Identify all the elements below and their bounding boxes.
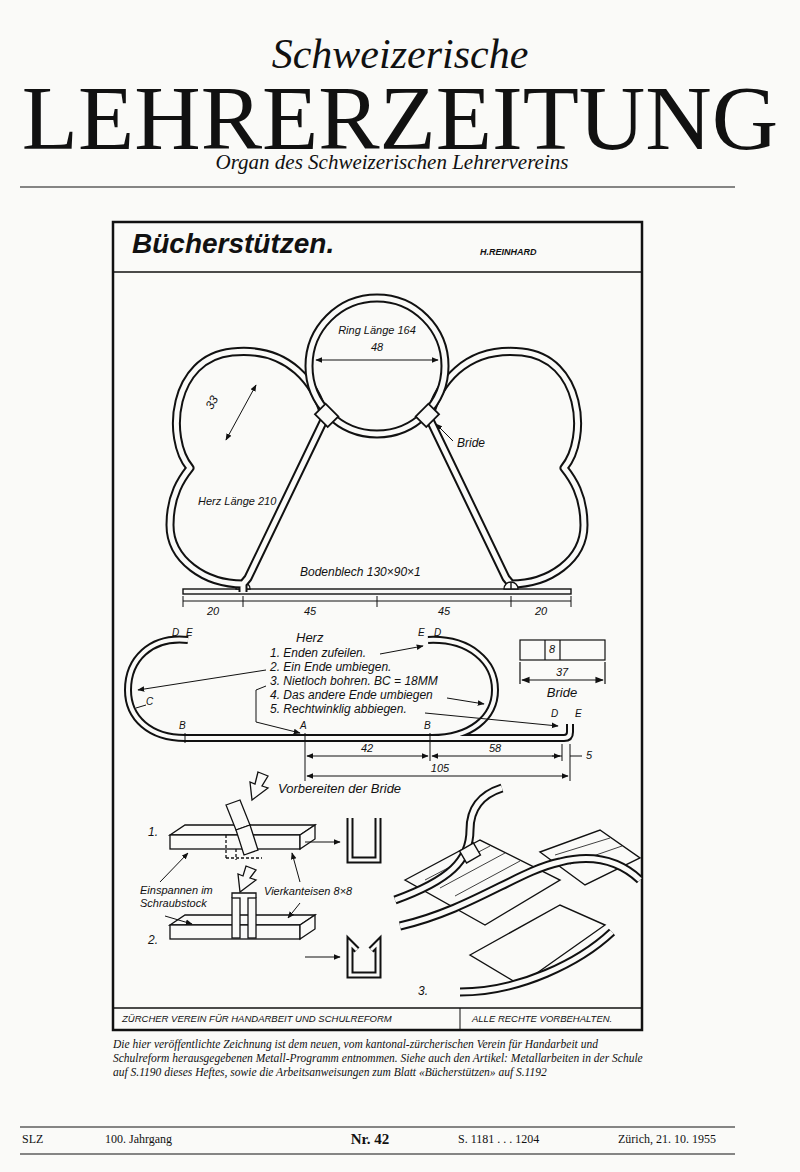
label: C — [146, 696, 153, 708]
heart-strip — [429, 351, 584, 592]
label: 42 — [361, 742, 373, 755]
label: D — [551, 708, 558, 720]
drawing-title: Bücherstützen. — [132, 228, 334, 260]
part-label: Ring Länge 164 — [338, 324, 416, 337]
rule-lines — [20, 187, 735, 1154]
part-label: Herz Länge 210 — [198, 495, 276, 508]
label: 1. — [148, 826, 158, 840]
label: B — [424, 720, 431, 732]
label: 3. — [418, 985, 428, 999]
label: 2. — [148, 934, 158, 948]
label: 5 — [586, 749, 592, 762]
label: 45 — [438, 605, 450, 618]
label: 3. Nietloch bohren. BC = 18MM — [270, 675, 438, 689]
label: A — [300, 720, 307, 732]
label: 8 — [549, 643, 555, 656]
leader-lines — [136, 646, 558, 733]
vise-figure-3 — [395, 788, 640, 992]
label: E — [186, 627, 193, 639]
label: 20 — [535, 605, 547, 618]
label: S. 1181 . . . 1204 — [458, 1133, 539, 1147]
ring-part: Ring Länge 164 48 — [297, 286, 457, 450]
heart-unfolded — [128, 640, 570, 738]
label: Vierkanteisen 8×8 — [264, 885, 352, 898]
label: 105 — [431, 762, 449, 775]
label: Bride — [457, 437, 485, 451]
label: 58 — [489, 742, 501, 755]
label: D — [434, 627, 441, 639]
part-label: 48 — [371, 341, 383, 354]
label: 45 — [304, 605, 316, 618]
label: 100. Jahrgang — [105, 1133, 172, 1147]
label: 1. Enden zufeilen. — [270, 647, 366, 661]
label: 4. Das andere Ende umbiegen — [270, 689, 433, 703]
label: Herz — [296, 631, 323, 646]
label: Zürich, 21. 10. 1955 — [618, 1133, 716, 1147]
masthead-subtitle: Organ des Schweizerischen Lehrervereins — [216, 150, 569, 174]
label: ZÜRCHER VEREIN FÜR HANDARBEIT UND SCHULR… — [122, 1014, 392, 1025]
dimension-lines — [185, 733, 582, 781]
dimension-lines — [183, 360, 571, 607]
label: 37 — [556, 666, 568, 679]
label: D — [172, 627, 179, 639]
drawing-frame — [113, 222, 642, 1030]
outline — [297, 286, 457, 450]
label: B — [179, 720, 186, 732]
label: ALLE RECHTE VORBEHALTEN. — [472, 1014, 612, 1025]
label: E — [575, 708, 582, 720]
label: Bodenblech 130×90×1 — [300, 566, 421, 580]
label: Nr. 42 — [351, 1131, 390, 1148]
label: Vorbereiten der Bride — [278, 782, 401, 797]
label: 5. Rechtwinklig abbiegen. — [270, 703, 407, 717]
caption: Die hier veröffentlichte Zeichnung ist d… — [113, 1037, 645, 1079]
label: 20 — [207, 605, 219, 618]
label: Bride — [547, 686, 577, 701]
vise-figure-2 — [170, 866, 378, 975]
label: Einspannen im Schraubstock — [140, 884, 230, 909]
label: SLZ — [22, 1133, 43, 1147]
label: 33 — [203, 394, 222, 412]
label: H.REINHARD — [480, 247, 537, 257]
label: E — [418, 627, 425, 639]
label: 2. Ein Ende umbiegen. — [270, 661, 391, 675]
bride-blank — [520, 640, 605, 684]
